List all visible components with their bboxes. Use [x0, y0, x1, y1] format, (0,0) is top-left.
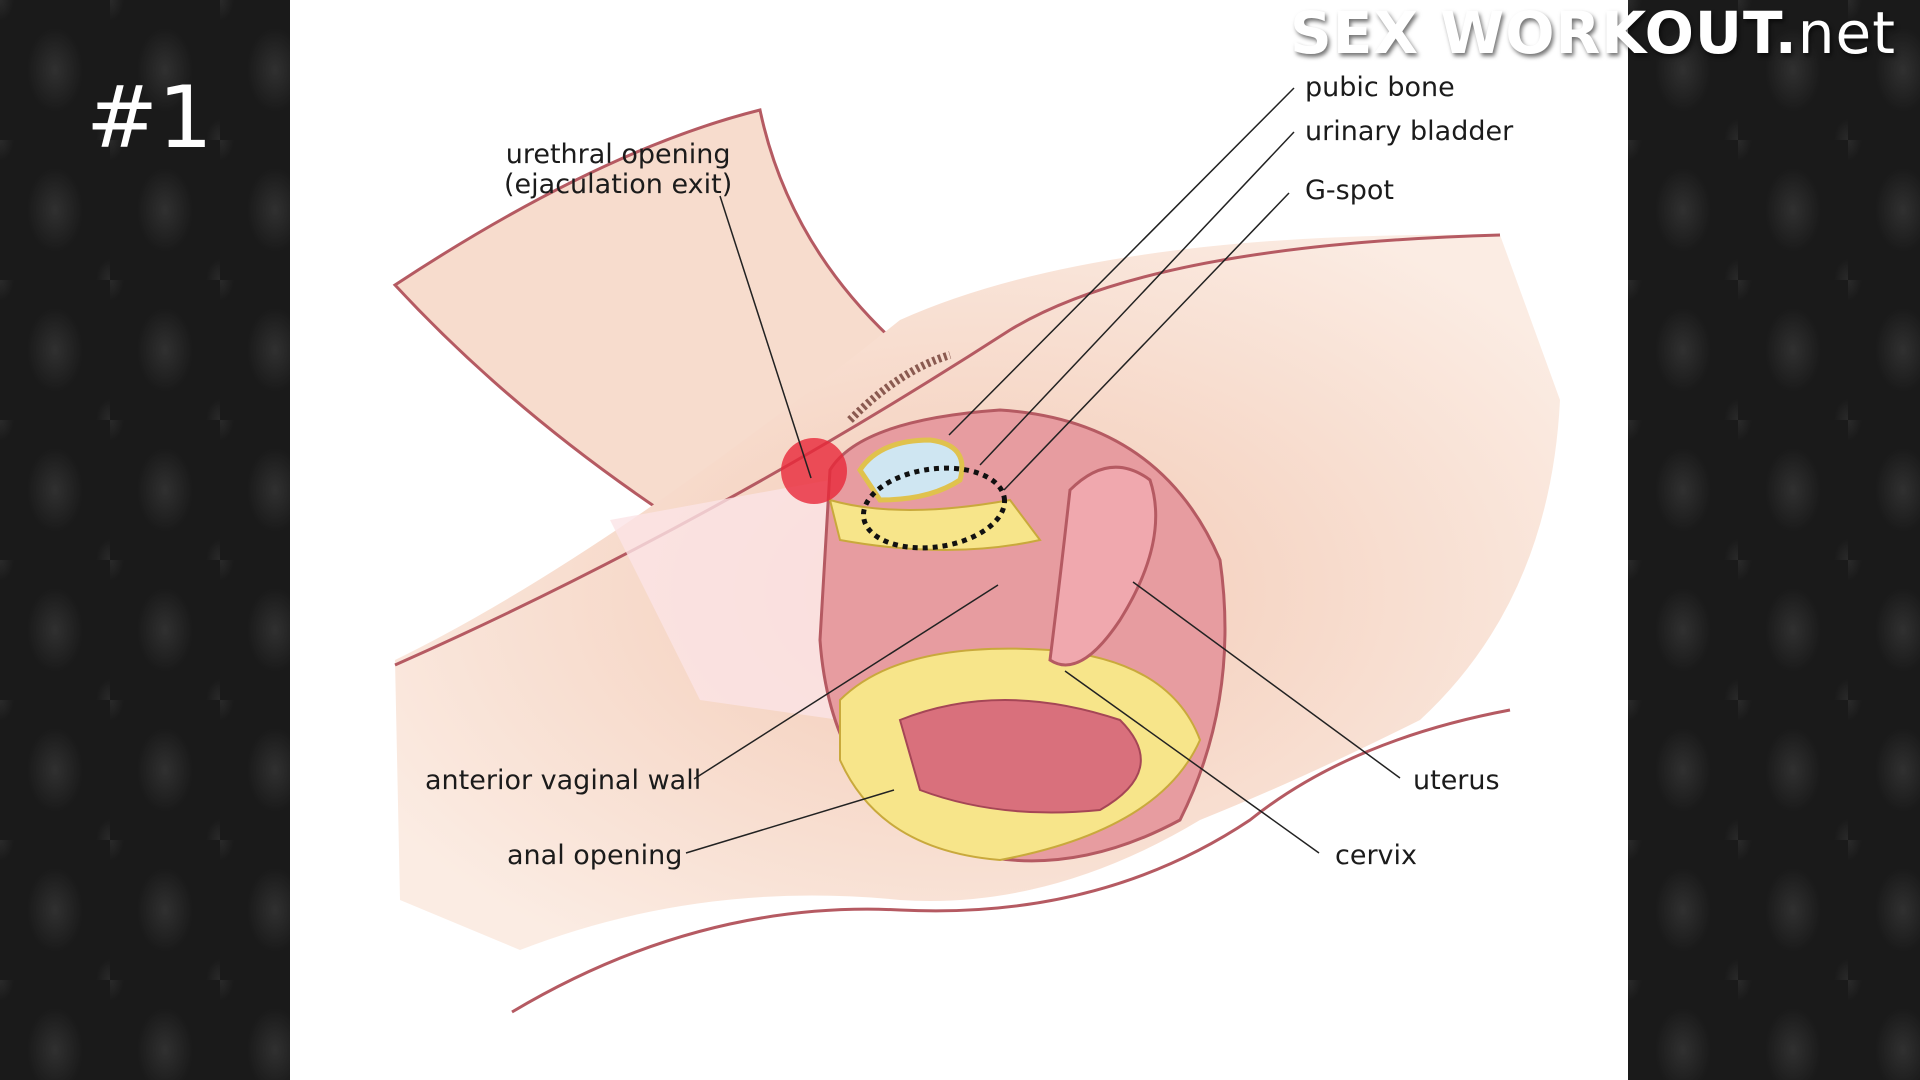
watermark-logo: SEX WORKOUT.net	[1290, 2, 1896, 64]
label-anterior-vaginal-wall: anterior vaginal wall	[425, 765, 702, 796]
patterned-background-right	[1628, 0, 1920, 1080]
pale-leg-overlay	[610, 480, 840, 720]
label-uterus: uterus	[1413, 765, 1500, 796]
torso-outline-upper	[394, 233, 1501, 667]
uterus-shape	[1048, 465, 1158, 667]
pubic-hair	[847, 351, 952, 423]
leader-lines	[685, 87, 1401, 854]
patterned-background-left	[0, 0, 290, 1080]
slide-number: #1	[86, 68, 213, 168]
label-pubic-bone: pubic bone	[1305, 72, 1455, 103]
watermark-tld: net	[1797, 0, 1896, 67]
label-urethral-opening-line1: urethral opening	[505, 139, 731, 170]
urethra-tissue	[828, 498, 1042, 551]
urethral-opening-highlight	[781, 438, 847, 504]
label-anal-opening: anal opening	[507, 840, 683, 871]
label-urinary-bladder: urinary bladder	[1305, 116, 1514, 147]
bladder-shape	[856, 437, 965, 503]
label-g-spot: G-spot	[1305, 175, 1394, 206]
rectum-shape	[898, 699, 1142, 814]
label-cervix: cervix	[1335, 840, 1418, 871]
torso-outline-lower	[511, 708, 1511, 1014]
label-urethral-opening: urethral opening (ejaculation exit)	[504, 140, 732, 200]
watermark-brand: SEX WORKOUT.	[1290, 0, 1798, 67]
label-urethral-opening-line2: (ejaculation exit)	[504, 169, 733, 200]
g-spot-marker	[860, 465, 1008, 551]
